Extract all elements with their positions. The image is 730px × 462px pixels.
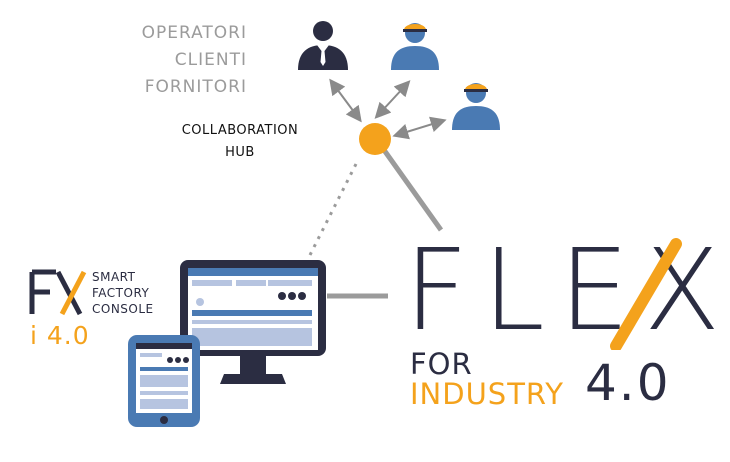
console-line-factory: FACTORY xyxy=(92,286,150,300)
dotted-link-hub-desktop xyxy=(308,163,358,256)
hub-label: COLLABORATION HUB xyxy=(150,120,330,164)
console-text: SMART FACTORY CONSOLE xyxy=(92,269,154,317)
arrow-hub-supplier xyxy=(392,116,447,140)
hub-label-line2: HUB xyxy=(225,145,255,160)
role-clienti: CLIENTI xyxy=(174,50,247,70)
x-accent-icon xyxy=(610,238,682,350)
console-line-smart: SMART xyxy=(92,270,136,284)
fx-logo-icon xyxy=(29,269,87,316)
brand-version: 4.0 xyxy=(585,354,671,412)
worker-helmet-icon xyxy=(452,83,500,130)
desktop-monitor-icon xyxy=(180,260,326,384)
arrow-hub-client xyxy=(374,80,411,119)
console-line-console: CONSOLE xyxy=(92,302,154,316)
console-version: i 4.0 xyxy=(30,321,90,350)
tagline-for: FOR xyxy=(410,347,473,381)
hub-node-icon xyxy=(359,123,391,155)
businessman-icon xyxy=(298,21,348,70)
arrow-hub-operator xyxy=(329,78,362,123)
tablet-icon xyxy=(128,335,200,427)
role-list: OPERATORI CLIENTI FORNITORI xyxy=(95,20,247,101)
role-operatori: OPERATORI xyxy=(141,23,247,43)
link-hub-flex xyxy=(381,148,444,232)
hub-label-line1: COLLABORATION xyxy=(181,123,299,138)
role-fornitori: FORNITORI xyxy=(144,77,247,97)
tagline-industry: INDUSTRY xyxy=(410,377,564,411)
worker-helmet-icon xyxy=(391,23,439,70)
